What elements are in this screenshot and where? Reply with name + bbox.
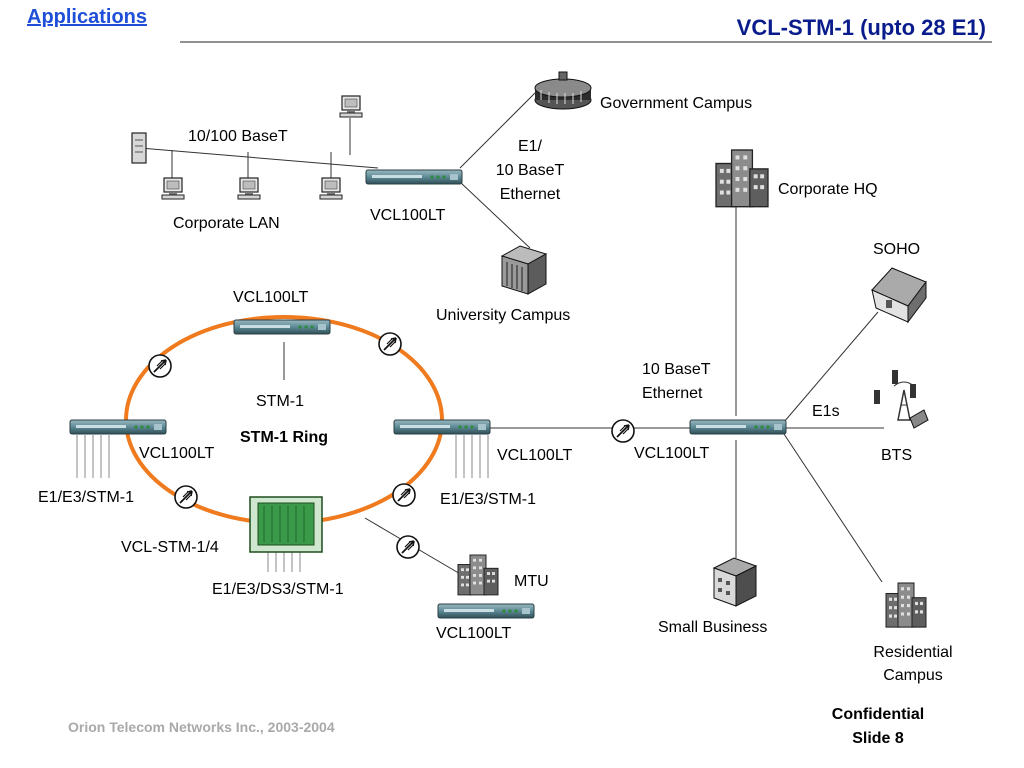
vcl100lt-ring-top-device [233, 319, 331, 335]
soho-icon [871, 267, 927, 324]
small-business-icon [712, 557, 758, 607]
government-campus-icon [534, 71, 592, 110]
antenna-icon [174, 485, 198, 509]
computer-icon [339, 95, 363, 118]
residential-label-line1: Residential [873, 644, 953, 661]
residential-campus-icon [885, 582, 927, 628]
corporate-hq-label: Corporate HQ [778, 181, 878, 198]
mtu-label: MTU [514, 573, 549, 590]
vcl100lt-mtu-device [437, 603, 535, 619]
antenna-icon [396, 535, 420, 559]
tributary-lines [76, 435, 489, 572]
vcl100lt-top-label: VCL100LT [370, 207, 446, 224]
stm1-ring-label: STM-1 Ring [240, 429, 328, 446]
bts-tower-icon [874, 370, 929, 429]
vcl100lt-ring-right-label: VCL100LT [497, 447, 573, 464]
antenna-icon [378, 332, 402, 356]
soho-label: SOHO [873, 241, 921, 258]
mtu-building-icon [457, 554, 499, 596]
connection-lines [139, 87, 884, 583]
vcl-stm-14-label: VCL-STM-1/4 [121, 539, 219, 556]
baset-ethernet-label-line1: 10 BaseT [642, 361, 711, 378]
baset-ethernet-label-line2: Ethernet [642, 385, 703, 402]
university-campus-label: University Campus [436, 307, 571, 324]
baset-lan-label: 10/100 BaseT [188, 128, 288, 145]
footer-confidential: Confidential [831, 706, 925, 723]
vcl100lt-ring-top-label: VCL100LT [233, 289, 309, 306]
stm1-label: STM-1 [256, 393, 304, 410]
vcl100lt-ring-left-label: VCL100LT [139, 445, 215, 462]
corporate-lan-label: Corporate LAN [173, 215, 280, 232]
e1e3stm1-right-label: E1/E3/STM-1 [440, 491, 537, 508]
vcl100lt-ring-left-device [69, 419, 167, 435]
vcl100lt-ring-right-device [393, 419, 491, 435]
government-campus-label: Government Campus [600, 95, 753, 112]
vcl-stm-14-chassis [249, 496, 323, 553]
antenna-icon [392, 483, 416, 507]
e1-ethernet-label-line3: Ethernet [499, 186, 561, 203]
e1s-label: E1s [812, 403, 840, 420]
e1-ethernet-label-line1: E1/ [517, 138, 542, 155]
computer-icon [319, 177, 343, 200]
vcl100lt-hub-device [689, 419, 787, 435]
computer-icon [161, 177, 185, 200]
vcl100lt-hub-label: VCL100LT [634, 445, 710, 462]
e1e3stm1-left-label: E1/E3/STM-1 [38, 489, 135, 506]
antenna-icon [148, 354, 172, 378]
slide-title: VCL-STM-1 (upto 28 E1) [736, 15, 986, 40]
vcl100lt-top-device [365, 169, 463, 185]
small-business-label: Small Business [658, 619, 768, 636]
computer-icon [237, 177, 261, 200]
footer-slide-number: Slide 8 [852, 730, 904, 747]
antenna-icon [611, 419, 635, 443]
corporate-hq-icon [715, 149, 769, 208]
e1e3ds3stm1-label: E1/E3/DS3/STM-1 [212, 581, 344, 598]
footer-company: Orion Telecom Networks Inc., 2003-2004 [68, 719, 335, 735]
server-tower-icon [131, 132, 147, 164]
applications-link[interactable]: Applications [27, 6, 148, 28]
vcl100lt-mtu-label: VCL100LT [436, 625, 512, 642]
residential-label-line2: Campus [883, 667, 943, 684]
university-campus-icon [500, 245, 548, 295]
e1-ethernet-label-line2: 10 BaseT [495, 162, 565, 179]
bts-label: BTS [881, 447, 913, 464]
